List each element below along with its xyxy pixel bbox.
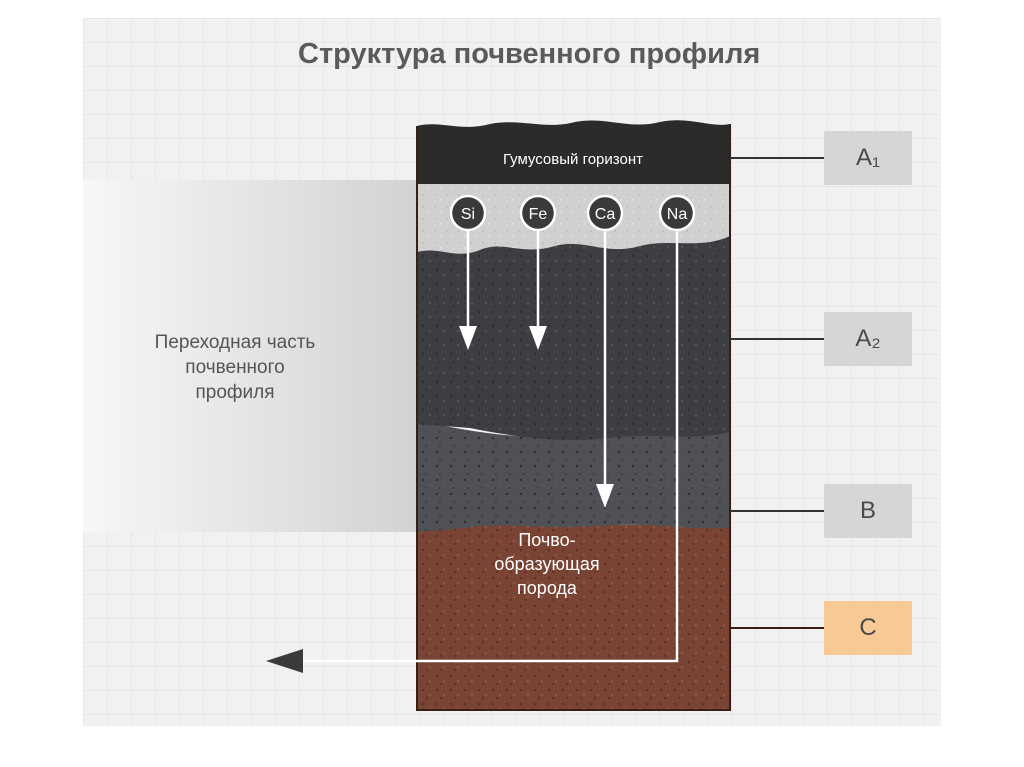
humus-layer	[417, 120, 730, 184]
horizon-label-a1: A₁	[824, 131, 912, 185]
horizon-label-c: C	[824, 601, 912, 655]
fe-arrowhead	[529, 326, 547, 350]
transition-zone-label: Переходная часть почвенного профиля	[120, 330, 350, 405]
transition-zone-line-2: почвенного	[185, 357, 285, 378]
parent-rock-layer	[417, 525, 730, 710]
element-ca: Ca	[586, 194, 624, 232]
element-ca-label: Ca	[595, 206, 616, 223]
si-arrowhead	[459, 326, 477, 350]
element-fe: Fe	[519, 194, 557, 232]
ca-arrowhead	[596, 484, 614, 508]
humus-layer-label: Гумусовый горизонт	[503, 151, 643, 168]
na-arrowhead	[266, 649, 303, 673]
element-si: Si	[449, 194, 487, 232]
diagram-title: Структура почвенного профиля	[298, 38, 761, 70]
horizon-label-a2: A₂	[824, 312, 912, 366]
b-horizon-layer	[417, 420, 730, 532]
parent-rock-line-2: образующая	[494, 554, 599, 574]
parent-rock-line-1: Почво-	[518, 530, 575, 550]
a2-horizon-layer	[417, 232, 730, 441]
transition-zone-line-1: Переходная часть	[154, 332, 316, 353]
transition-zone-band	[83, 180, 417, 532]
element-fe-label: Fe	[529, 206, 548, 223]
element-si-label: Si	[461, 206, 475, 223]
element-na: Na	[658, 194, 696, 232]
horizon-label-b: B	[824, 484, 912, 538]
profile-border	[416, 124, 731, 711]
eluvial-layer	[417, 180, 730, 254]
transition-zone-line-3: профиля	[195, 382, 275, 403]
element-na-label: Na	[667, 206, 688, 223]
na-arrow-line	[300, 228, 679, 663]
parent-rock-line-3: порода	[517, 578, 578, 598]
